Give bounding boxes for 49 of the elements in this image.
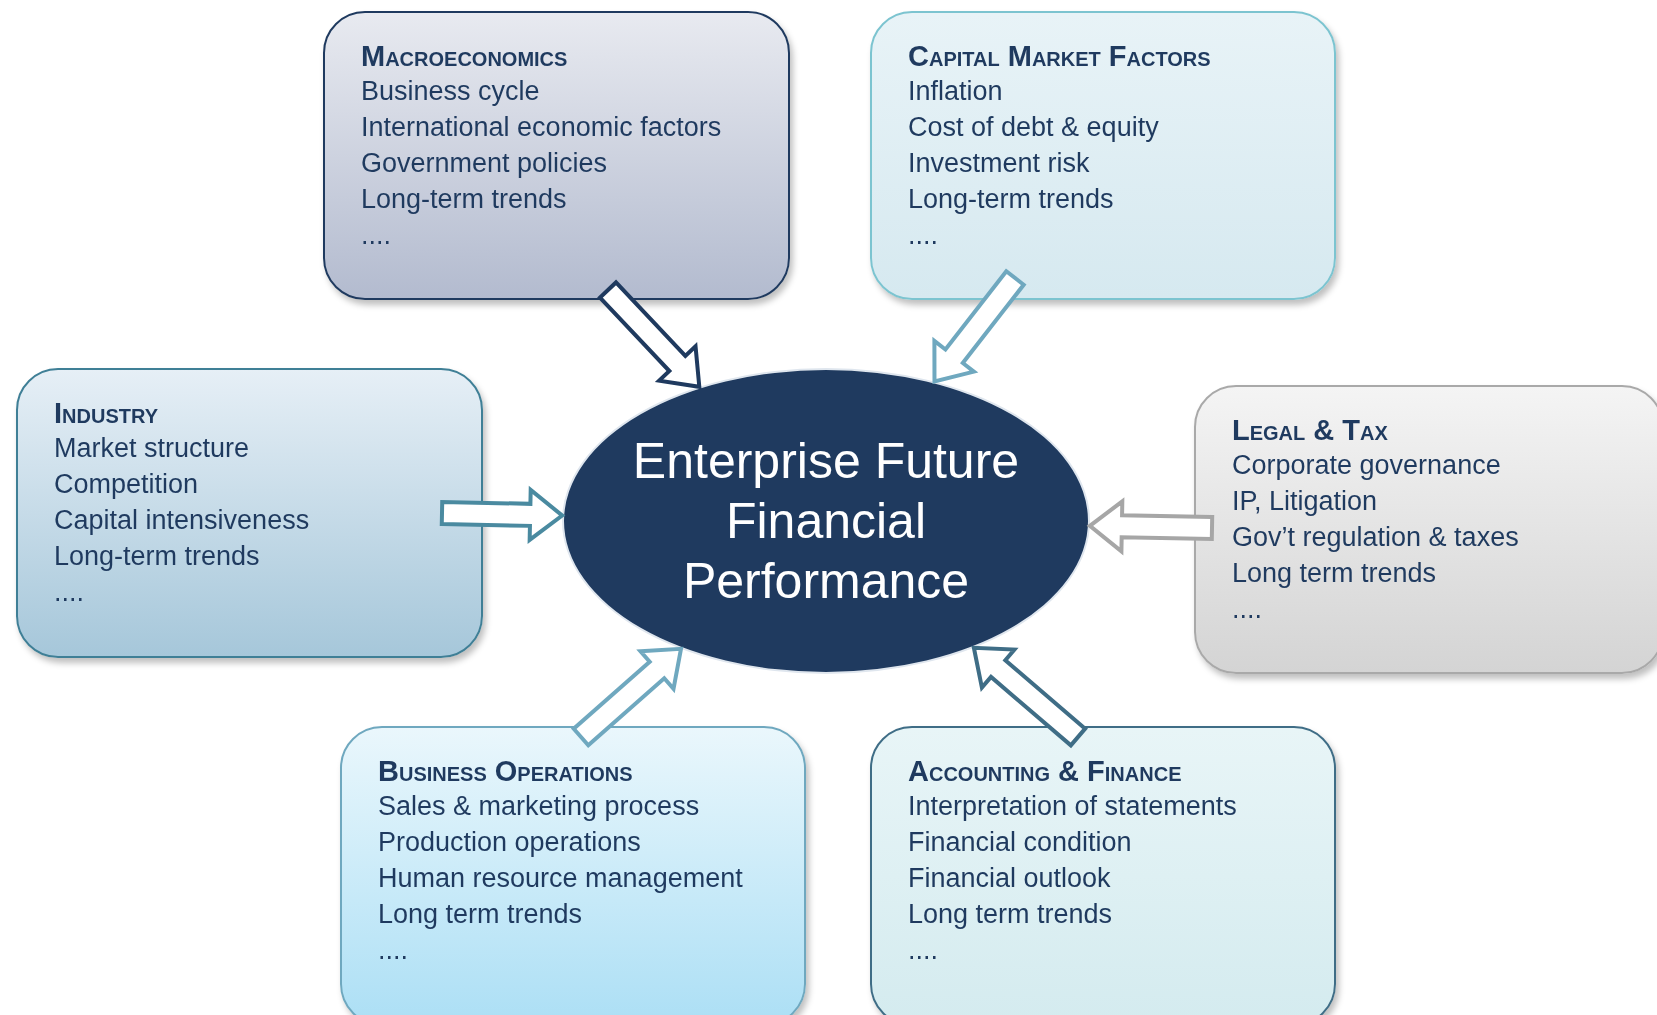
center-title: Enterprise Future Financial Performance [631, 432, 1021, 611]
block-arrow [570, 646, 684, 749]
list-item: Long-term trends [908, 183, 1114, 216]
list-item: Gov’t regulation & taxes [1232, 521, 1519, 554]
list-item: Market structure [54, 432, 250, 465]
list-item: Corporate governance [1232, 449, 1501, 482]
factor-box [1194, 385, 1657, 674]
block-arrow [597, 279, 702, 390]
list-item: .... [54, 576, 84, 609]
list-item: Business cycle [361, 75, 540, 108]
list-item: Government policies [361, 147, 608, 180]
list-item: .... [908, 934, 938, 967]
list-item: Investment risk [908, 147, 1090, 180]
block-arrow [439, 485, 566, 544]
list-item: .... [378, 934, 408, 967]
block-arrow [971, 645, 1088, 749]
box-heading: Legal & Tax [1232, 413, 1388, 447]
list-item: Long-term trends [54, 540, 260, 573]
block-arrow [1086, 497, 1215, 556]
list-item: International economic factors [361, 111, 722, 144]
list-item: Cost of debt & equity [908, 111, 1159, 144]
list-item: Long term trends [1232, 557, 1437, 590]
factor-box [870, 11, 1336, 300]
list-item: Competition [54, 468, 199, 501]
list-item: Capital intensiveness [54, 504, 310, 537]
block-arrow [932, 268, 1027, 385]
box-heading: Macroeconomics [361, 39, 568, 73]
box-heading: Business Operations [378, 754, 633, 788]
list-item: .... [908, 219, 938, 252]
list-item: Interpretation of statements [908, 790, 1237, 823]
list-item: Long term trends [908, 898, 1113, 931]
box-heading: Capital Market Factors [908, 39, 1211, 73]
list-item: Production operations [378, 826, 641, 859]
factor-box [323, 11, 790, 300]
list-item: .... [1232, 593, 1262, 626]
factor-box [340, 726, 806, 1015]
list-item: Financial condition [908, 826, 1132, 859]
list-item: .... [361, 219, 391, 252]
factor-box [870, 726, 1336, 1015]
list-item: Sales & marketing process [378, 790, 700, 823]
box-heading: Industry [54, 396, 158, 430]
factor-box [16, 368, 483, 658]
box-heading: Accounting & Finance [908, 754, 1182, 788]
list-item: IP, Litigation [1232, 485, 1378, 518]
list-item: Human resource management [378, 862, 743, 895]
list-item: Financial outlook [908, 862, 1111, 895]
list-item: Inflation [908, 75, 1003, 108]
list-item: Long term trends [378, 898, 583, 931]
list-item: Long-term trends [361, 183, 567, 216]
